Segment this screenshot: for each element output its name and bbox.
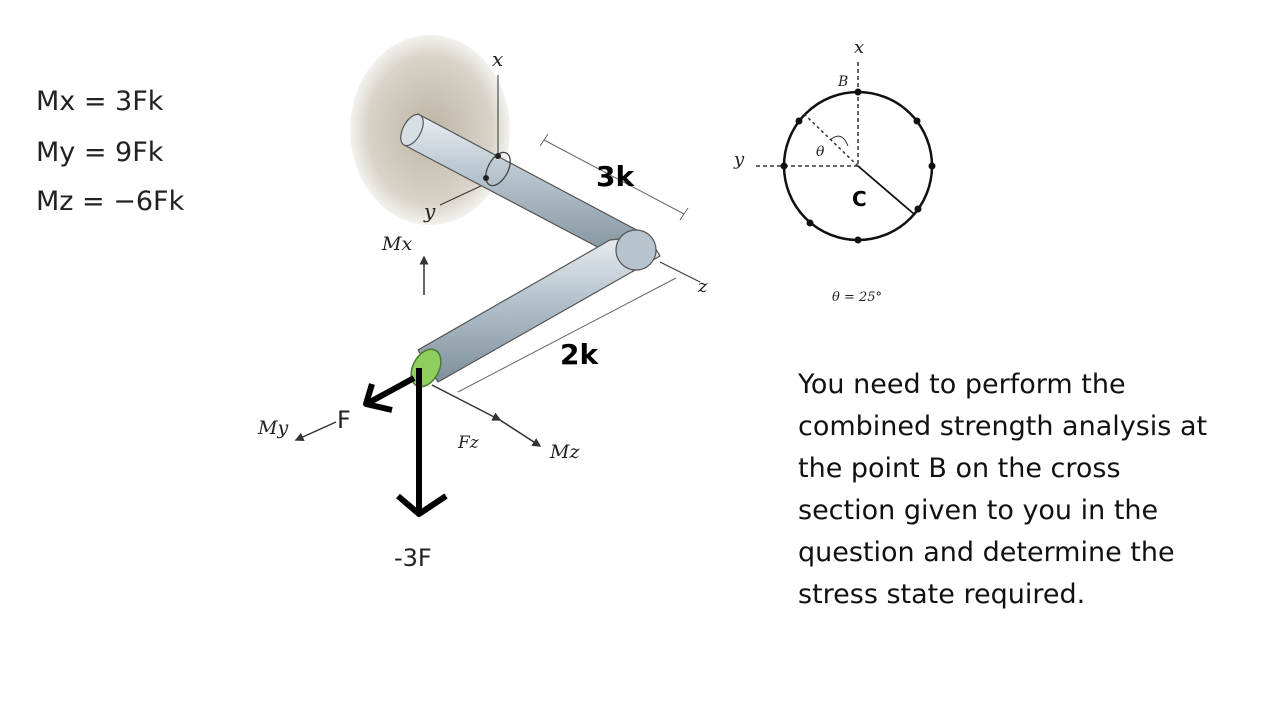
dim-label-3k: 3k bbox=[596, 160, 635, 193]
my-arrow bbox=[294, 421, 337, 442]
theta-symbol: θ bbox=[816, 144, 825, 160]
section-dot-left bbox=[483, 175, 489, 181]
my-symbol: My bbox=[257, 417, 288, 439]
force-f-arrow bbox=[368, 375, 416, 405]
section-dot-3 bbox=[928, 162, 936, 170]
section-dot-4 bbox=[914, 205, 922, 213]
section-point-c: C bbox=[852, 187, 867, 211]
dim-line-bottom bbox=[457, 277, 677, 393]
moment-mz-label: Mz = −6Fk bbox=[36, 186, 185, 217]
pipe-elbow bbox=[615, 229, 657, 271]
dim-label-2k: 2k bbox=[560, 338, 599, 371]
axis-z-line bbox=[659, 261, 701, 283]
section-axis-x-label: x bbox=[854, 37, 864, 58]
theta-note: θ = 25° bbox=[832, 290, 882, 305]
moment-my-label: My = 9Fk bbox=[36, 137, 164, 168]
section-dot-6 bbox=[806, 219, 814, 227]
force-neg3f-head bbox=[396, 493, 448, 517]
section-dot-8 bbox=[795, 117, 803, 125]
dim-tick-top-b bbox=[679, 207, 689, 221]
moment-mx-label: Mx = 3Fk bbox=[36, 86, 164, 117]
task-description: You need to perform the combined strengt… bbox=[798, 369, 1208, 610]
section-dot-5 bbox=[854, 236, 862, 244]
force-f-head bbox=[363, 383, 393, 413]
force-neg3f-label: -3F bbox=[394, 544, 432, 572]
section-diameter bbox=[857, 165, 915, 215]
section-ring bbox=[485, 151, 511, 187]
pipe-top-cap bbox=[400, 113, 424, 147]
theta-arc bbox=[829, 135, 849, 147]
dim-line-top bbox=[543, 139, 685, 215]
dim-tick-top-a bbox=[539, 133, 549, 147]
section-axis-y-label: y bbox=[733, 149, 745, 170]
mz-symbol: Mz bbox=[549, 441, 580, 463]
axis-x-label: x bbox=[492, 47, 503, 71]
axis-z-label: z bbox=[697, 276, 708, 297]
axis-y-label: y bbox=[423, 199, 436, 223]
mx-symbol: Mx bbox=[381, 233, 412, 255]
mz-arrow bbox=[499, 419, 542, 447]
section-dot-7 bbox=[780, 162, 788, 170]
fz-arrow bbox=[431, 384, 502, 421]
section-dot-top bbox=[495, 153, 501, 159]
fz-symbol: Fz bbox=[457, 433, 480, 453]
force-f-label: F bbox=[337, 406, 351, 434]
section-point-b: B bbox=[837, 74, 848, 90]
section-dot-2 bbox=[913, 117, 921, 125]
section-dot-1 bbox=[854, 88, 862, 96]
theta-line bbox=[801, 111, 859, 167]
